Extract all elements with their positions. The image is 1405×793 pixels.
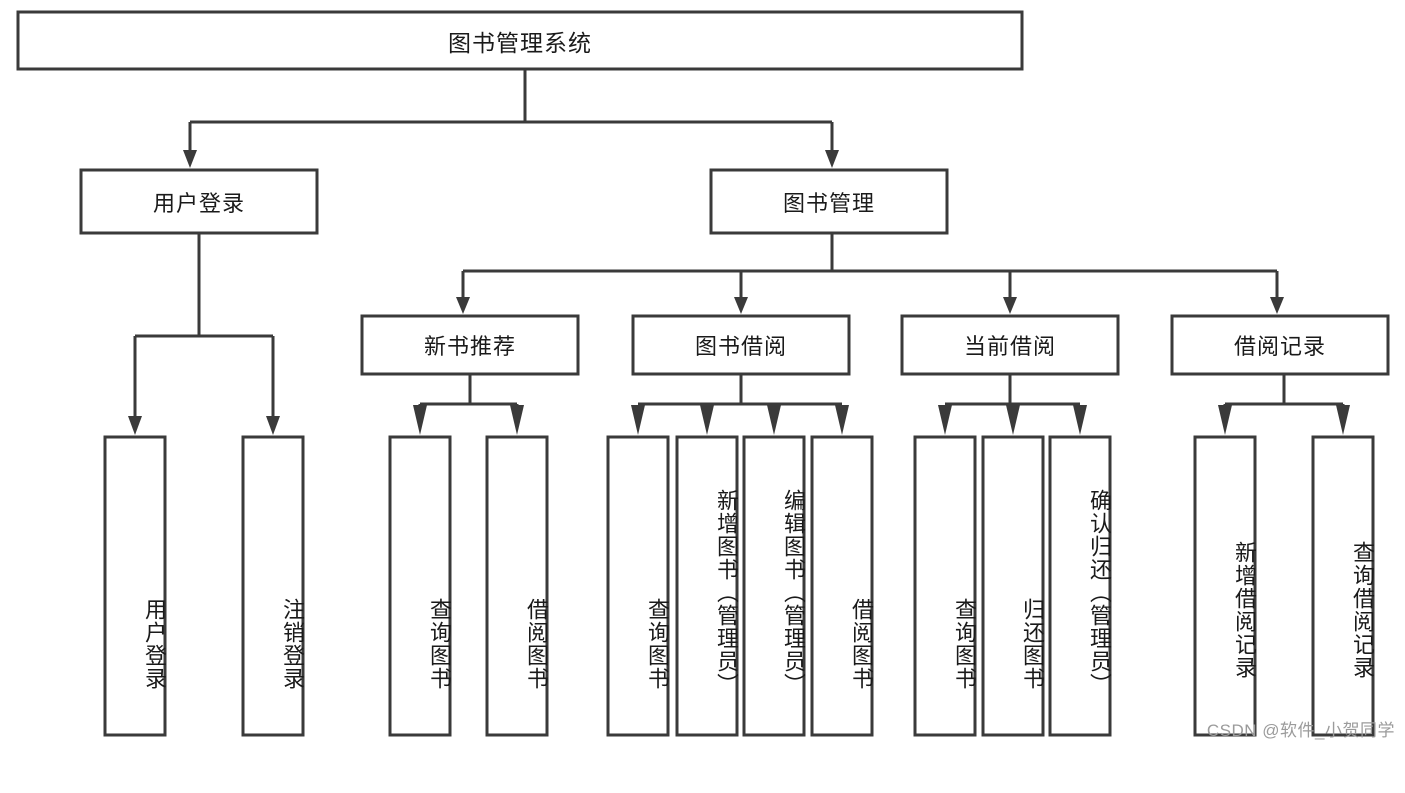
connector-new-book-rec-to-leaves <box>413 374 524 435</box>
node-box-new-book-rec[interactable] <box>360 314 580 376</box>
node-box-leaf-borrow-lend[interactable] <box>810 435 874 737</box>
node-box-leaf-rec-query[interactable] <box>388 435 452 737</box>
arrow-root-to-user-login <box>183 122 197 168</box>
node-box-borrow-record[interactable] <box>1170 314 1390 376</box>
connector-current-borrow-to-leaves <box>938 374 1087 435</box>
node-box-current-borrow[interactable] <box>900 314 1120 376</box>
functional-structure-diagram: 图书管理系统 用户登录 图书管理 新书推荐 图书借阅 当前借阅 借阅记录 用户登… <box>16 10 1395 740</box>
node-box-leaf-user-logout[interactable] <box>241 435 305 737</box>
arrow-root-to-book-manage <box>825 122 839 168</box>
diagram-canvas <box>16 10 1390 737</box>
node-box-user-login[interactable] <box>79 168 319 235</box>
connector-book-borrow-to-leaves <box>631 374 849 435</box>
node-box-leaf-borrow-query[interactable] <box>606 435 670 737</box>
connector-borrow-record-to-leaves <box>1218 374 1350 435</box>
arrow-to-current-borrow <box>1003 271 1017 314</box>
node-box-leaf-borrow-edit[interactable] <box>742 435 806 737</box>
node-box-leaf-cur-query[interactable] <box>913 435 977 737</box>
node-box-leaf-user-login[interactable] <box>103 435 167 737</box>
node-box-leaf-rec-borrow[interactable] <box>485 435 549 737</box>
node-box-book-manage[interactable] <box>709 168 949 235</box>
node-box-leaf-borrow-add[interactable] <box>675 435 739 737</box>
connector-book-manage-to-level3 <box>463 233 1277 273</box>
node-box-book-borrow[interactable] <box>631 314 851 376</box>
node-box-leaf-cur-return[interactable] <box>981 435 1045 737</box>
connector-user-login-to-leaves <box>128 233 280 435</box>
node-box-root[interactable] <box>16 10 1024 71</box>
arrow-to-book-borrow <box>734 271 748 314</box>
node-box-leaf-rec-search[interactable] <box>1311 435 1375 737</box>
arrow-to-new-book-rec <box>456 271 470 314</box>
node-box-leaf-rec-add[interactable] <box>1193 435 1257 737</box>
connector-root-to-level2 <box>190 69 832 124</box>
node-box-leaf-cur-confirm[interactable] <box>1048 435 1112 737</box>
arrow-to-borrow-record <box>1270 271 1284 314</box>
